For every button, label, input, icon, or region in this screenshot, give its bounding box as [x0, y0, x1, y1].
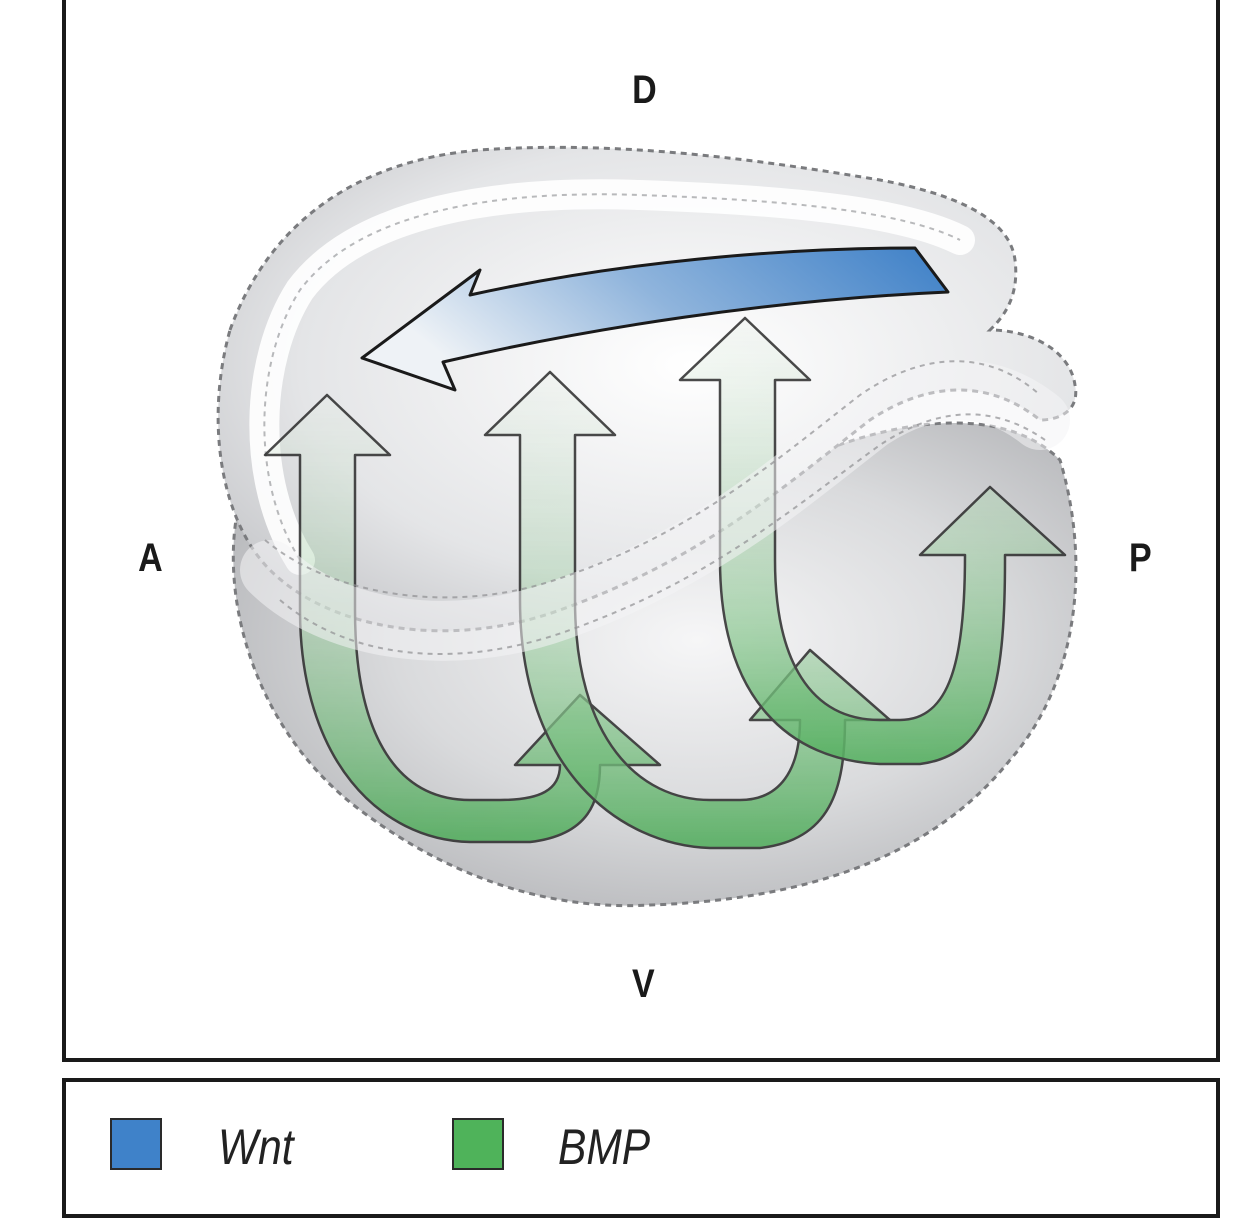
legend: Wnt BMP	[62, 1078, 1220, 1218]
legend-label-wnt: Wnt	[218, 1122, 294, 1172]
legend-swatch-bmp	[452, 1118, 504, 1170]
axis-label-dorsal: D	[632, 70, 657, 110]
axis-label-posterior: P	[1129, 538, 1152, 578]
axis-label-anterior: A	[138, 538, 163, 578]
axis-label-ventral: V	[632, 964, 655, 1004]
legend-swatch-wnt	[110, 1118, 162, 1170]
legend-label-bmp: BMP	[558, 1122, 650, 1172]
